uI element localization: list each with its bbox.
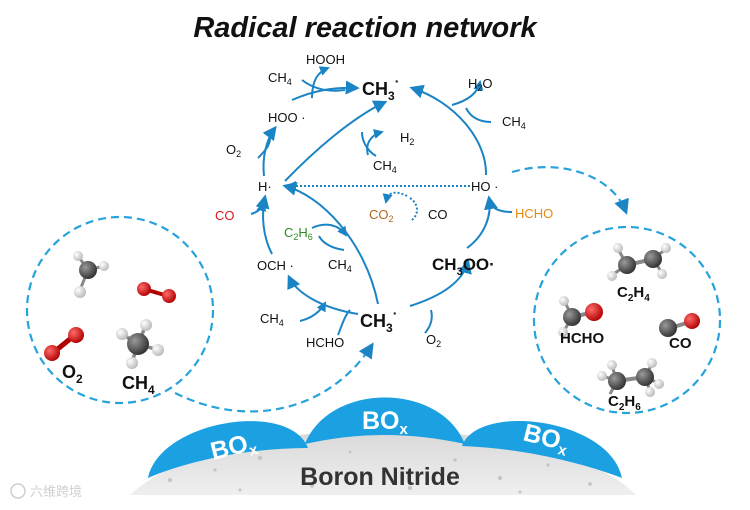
c2h4-molecule	[607, 243, 671, 281]
bo-dome-left	[148, 421, 308, 478]
boron-nitride-surface: BOx BOx BOx Boron Nitride	[130, 397, 636, 495]
c2h6-label-cycle: C2H6	[284, 225, 313, 242]
h-radical: H·	[258, 179, 272, 194]
surface-label: Boron Nitride	[300, 463, 460, 491]
hooh-label: HOOH	[306, 52, 345, 67]
watermark: 六维跨境	[10, 483, 82, 499]
o2-label: O2	[62, 362, 83, 386]
ch4-label-e: CH4	[260, 311, 284, 328]
co-label-b: CO	[428, 207, 448, 222]
co-label: CO	[669, 335, 692, 352]
cycle-labels: CH3· HOOH CH4 H2O CH4 HOO · H2 CH4 O2 H·…	[215, 52, 553, 350]
ch4-label: CH4	[122, 373, 155, 397]
co-molecule	[659, 313, 700, 337]
figure-title: Radical reaction network	[193, 12, 538, 44]
products-bubble: C2H4 HCHO CO C2H6	[511, 166, 722, 415]
watermark-text: 六维跨境	[30, 484, 82, 499]
bo-dome-right	[462, 420, 622, 478]
och-radical: OCH ·	[257, 258, 294, 273]
hcho-molecule	[558, 296, 603, 337]
reaction-cycle	[250, 66, 513, 336]
ch4-label-b: CH4	[502, 114, 526, 131]
o2-molecule	[44, 327, 84, 361]
ch3-radical-bottom: CH3·	[360, 305, 397, 335]
co2-label: CO2	[369, 207, 394, 224]
c2h4-label: C2H4	[617, 284, 650, 304]
network-to-products-arrow	[511, 166, 629, 215]
ch3-radical-top: CH3·	[362, 73, 399, 103]
ch4-molecule-small	[73, 251, 109, 298]
c2h6-molecule	[597, 358, 664, 397]
ch4-label-a: CH4	[268, 70, 292, 87]
ch4-label-d: CH4	[328, 257, 352, 274]
o2-label-b: O2	[426, 332, 441, 349]
ho-radical: HO ·	[471, 179, 498, 194]
watermark-logo-icon	[10, 483, 26, 499]
c2h6-label: C2H6	[608, 393, 641, 413]
ch4-molecule	[116, 319, 164, 369]
hcho-label-a: HCHO	[515, 206, 553, 221]
reactants-bubble: O2 CH4	[25, 215, 374, 413]
hcho-label: HCHO	[560, 330, 604, 347]
co-label-a: CO	[215, 208, 235, 223]
hcho-label-b: HCHO	[306, 335, 344, 350]
hoo-radical: HOO ·	[268, 110, 306, 125]
ch3oo-radical: CH3OO·	[432, 255, 495, 278]
o2-molecule-small	[137, 282, 176, 303]
bo-label-middle: BOx	[362, 407, 409, 438]
h2o-label: H2O	[468, 76, 493, 93]
ch4-label-c: CH4	[373, 158, 397, 175]
bo-dome-middle	[305, 397, 465, 444]
h2-label: H2	[400, 130, 414, 147]
o2-label-a: O2	[226, 142, 241, 159]
reactants-to-network-arrow	[174, 342, 374, 413]
